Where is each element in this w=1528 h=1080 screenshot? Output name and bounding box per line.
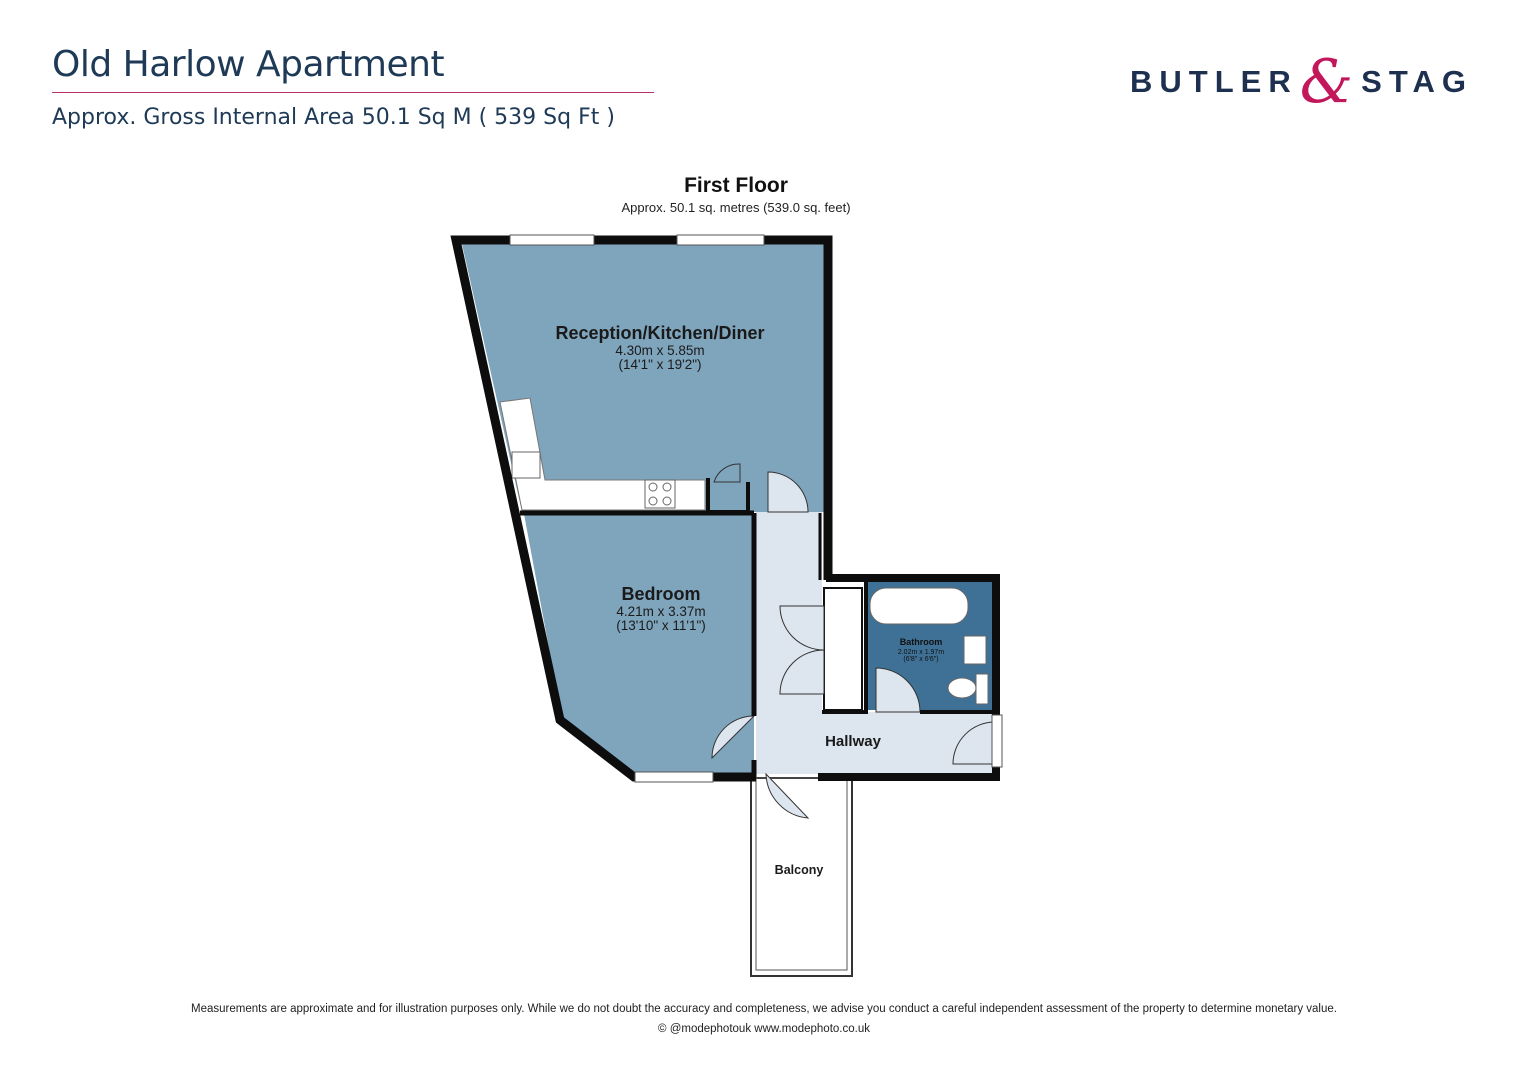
window [676, 234, 765, 246]
hallway-room [756, 512, 995, 774]
bathroom-imperial: (6'8" x 6'6") [903, 656, 938, 663]
bathroom-label: Bathroom [900, 637, 943, 647]
window [634, 771, 714, 783]
sink-icon [511, 451, 541, 479]
door-bathroom [875, 667, 921, 713]
bedroom-metric: 4.21m x 3.37m [616, 604, 705, 619]
front-door [952, 721, 996, 765]
reception-room [462, 244, 824, 512]
logo-ampersand: & [1299, 47, 1354, 117]
door-reception [767, 471, 809, 513]
reception-metric: 4.30m x 5.85m [615, 343, 704, 358]
cupboard [823, 587, 863, 711]
bathroom-metric: 2.02m x 1.97m [898, 649, 944, 656]
gross-area: Approx. Gross Internal Area 50.1 Sq M ( … [52, 105, 615, 130]
bedroom-label: Bedroom [621, 584, 700, 604]
floor-name: First Floor [684, 174, 788, 197]
property-title: Old Harlow Apartment [52, 44, 445, 85]
logo-right: STAG [1361, 64, 1473, 99]
door-cupboard-2 [779, 649, 825, 695]
balcony-rail [755, 777, 848, 971]
window [509, 234, 595, 246]
bedroom-imperial: (13'10" x 11'1") [616, 618, 706, 633]
reception-label: Reception/Kitchen/Diner [555, 323, 764, 343]
cistern [975, 673, 989, 705]
bath-icon [869, 587, 969, 625]
door-store [713, 463, 741, 483]
brand-logo: BUTLER&STAG [1130, 47, 1473, 117]
bedroom-room [524, 514, 754, 774]
hob-ring [648, 482, 658, 492]
hob-ring [662, 496, 672, 506]
hob-ring [648, 496, 658, 506]
front-door-frame [991, 714, 1003, 768]
balcony-label: Balcony [775, 863, 824, 877]
photo-credit: © @modephotouk www.modephoto.co.uk [658, 1023, 870, 1035]
hallway-label: Hallway [825, 733, 882, 750]
title-divider [52, 92, 654, 93]
logo-left: BUTLER [1130, 64, 1298, 99]
basin-icon [963, 635, 987, 665]
door-balcony [765, 772, 810, 819]
balcony [750, 777, 853, 977]
door-bedroom [711, 715, 756, 760]
toilet-icon [947, 677, 977, 699]
hob-ring [662, 482, 672, 492]
reception-imperial: (14'1" x 19'2") [618, 357, 701, 372]
floor-area: Approx. 50.1 sq. metres (539.0 sq. feet) [621, 200, 850, 215]
disclaimer: Measurements are approximate and for ill… [191, 1003, 1337, 1015]
